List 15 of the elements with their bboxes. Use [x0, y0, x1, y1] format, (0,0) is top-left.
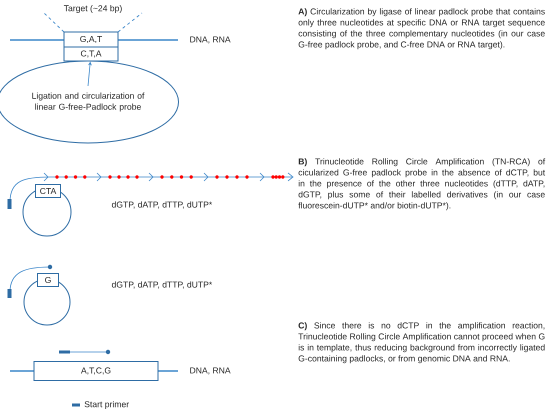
- arrow: [88, 62, 92, 86]
- description-paragraph: C) Since there is no dCTP in the amplification reaction, Trinucleotide Rolling Circle Amplification cannot proceed when G is in template, thus reducing background from incorrectly ligated G-containing padlocks, or from genomic DNA and RNA.: [298, 322, 545, 364]
- strand-label: DNA, RNA: [190, 367, 231, 374]
- sequence-box: G: [37, 273, 59, 287]
- target-label: Target (~24 bp): [64, 5, 122, 13]
- description-paragraph: A) Circularization by ligase of linear padlock probe that contains only three nucleotides at specific DNA or RNA target sequence consisting of the three complementary nucleotides (in our case G-free padlock probe, and C-free DNA or RNA target).: [298, 8, 545, 50]
- sequence-box: C,T,A: [64, 46, 118, 62]
- nucleotide-label: dGTP, dATP, dTTP, dUTP*: [112, 201, 212, 209]
- legend-item: Start primer: [72, 400, 129, 409]
- description-paragraph: B) Trinucleotide Rolling Circle Amplification (TN-RCA) of cicularized G-free padlock probe in the absence of dCTP, but in the presence of the other three nucleotides (dTTP, dATP, dGTP, plus some of their labelled derivatives (in our case fluorescein-dUTP* and/or biotin-dUTP*).: [298, 158, 546, 210]
- sequence-box: A,T,C,G: [34, 361, 158, 381]
- strand-label: DNA, RNA: [190, 36, 231, 44]
- nucleotide-label: dGTP, dATP, dTTP, dUTP*: [112, 281, 212, 289]
- sequence-box: G,A,T: [64, 32, 118, 48]
- sequence-box: CTA: [35, 184, 61, 198]
